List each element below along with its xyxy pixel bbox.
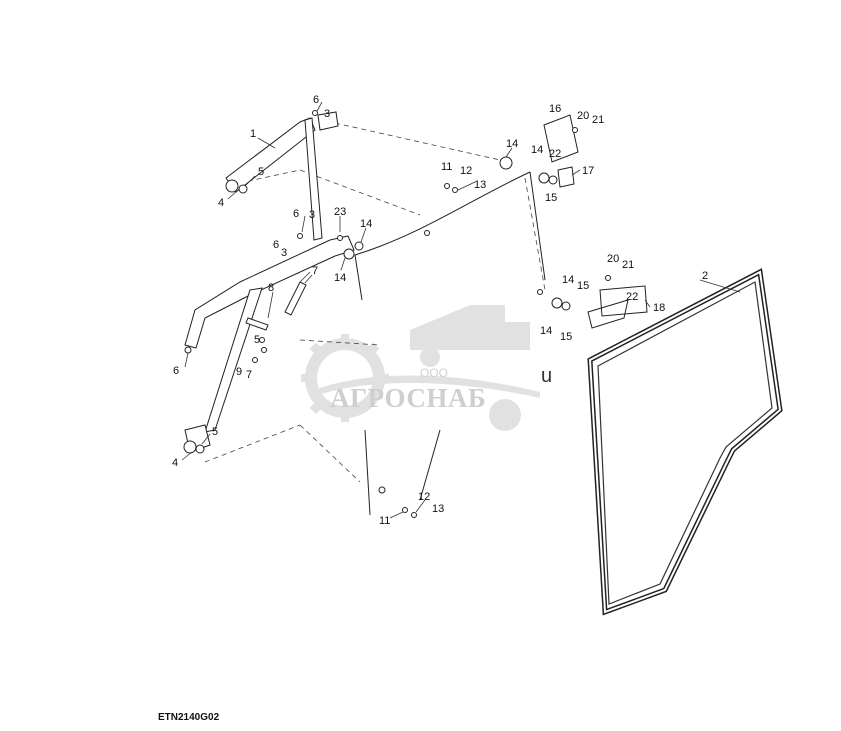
callout-4: 4 <box>218 197 224 209</box>
callout-14: 14 <box>531 144 543 156</box>
callout-11: 11 <box>379 515 390 527</box>
callout-6: 6 <box>293 208 299 220</box>
callout-6: 6 <box>273 239 279 251</box>
callout-15: 15 <box>545 192 557 204</box>
callout-20: 20 <box>607 253 619 265</box>
callout-21: 21 <box>622 259 634 271</box>
callout-6: 6 <box>173 365 179 377</box>
callout-5: 5 <box>254 334 260 346</box>
callout-21: 21 <box>592 114 604 126</box>
callout-13: 13 <box>432 503 444 515</box>
callout-1: 1 <box>250 128 256 140</box>
callout-14: 14 <box>562 274 574 286</box>
callout-14: 14 <box>360 218 372 230</box>
callout-18: 18 <box>653 302 665 314</box>
callout-15: 15 <box>577 280 589 292</box>
callout-14: 14 <box>540 325 552 337</box>
gas-strut <box>284 271 311 316</box>
callout-7: 7 <box>312 265 318 277</box>
callout-5: 5 <box>258 166 264 178</box>
callout-17: 17 <box>582 165 594 177</box>
leader-lines <box>181 101 741 519</box>
callout-6: 6 <box>313 94 319 106</box>
stray-mark: u <box>541 365 553 387</box>
callout-7: 7 <box>246 369 252 381</box>
callout-14: 14 <box>334 272 346 284</box>
callout-5: 5 <box>212 426 218 438</box>
callout-12: 12 <box>418 491 430 503</box>
callout-22: 22 <box>626 291 638 303</box>
watermark-company-prefix: ООО <box>420 366 449 380</box>
callout-9: 9 <box>236 366 242 378</box>
callout-20: 20 <box>577 110 589 122</box>
figure-code: ETN2140G02 <box>158 712 220 723</box>
callout-12: 12 <box>460 165 472 177</box>
watermark-company-name: АГРОСНАБ <box>330 383 487 413</box>
callout-2: 2 <box>702 270 708 282</box>
callout-8: 8 <box>268 282 274 294</box>
callout-3: 3 <box>324 108 330 120</box>
callout-14: 14 <box>506 138 518 150</box>
door-glass-panel <box>354 171 546 516</box>
callout-13: 13 <box>474 179 486 191</box>
callout-11: 11 <box>441 161 452 173</box>
callout-16: 16 <box>549 103 561 115</box>
linkage-hardware <box>245 110 343 363</box>
callout-15: 15 <box>560 331 572 343</box>
upper-handle <box>225 111 339 241</box>
watermark-logo <box>301 305 540 431</box>
callout-labels: 6 3 1 5 4 6 3 23 6 3 14 14 7 8 5 9 7 6 5… <box>172 94 708 527</box>
callout-23: 23 <box>334 206 346 218</box>
lower-hinge <box>551 275 648 329</box>
upper-hinge <box>499 114 579 188</box>
callout-22: 22 <box>549 148 561 160</box>
callout-4: 4 <box>172 457 178 469</box>
callout-3: 3 <box>309 209 315 221</box>
callout-3: 3 <box>281 247 287 259</box>
door-seal <box>587 268 783 616</box>
small-hardware <box>343 183 458 518</box>
